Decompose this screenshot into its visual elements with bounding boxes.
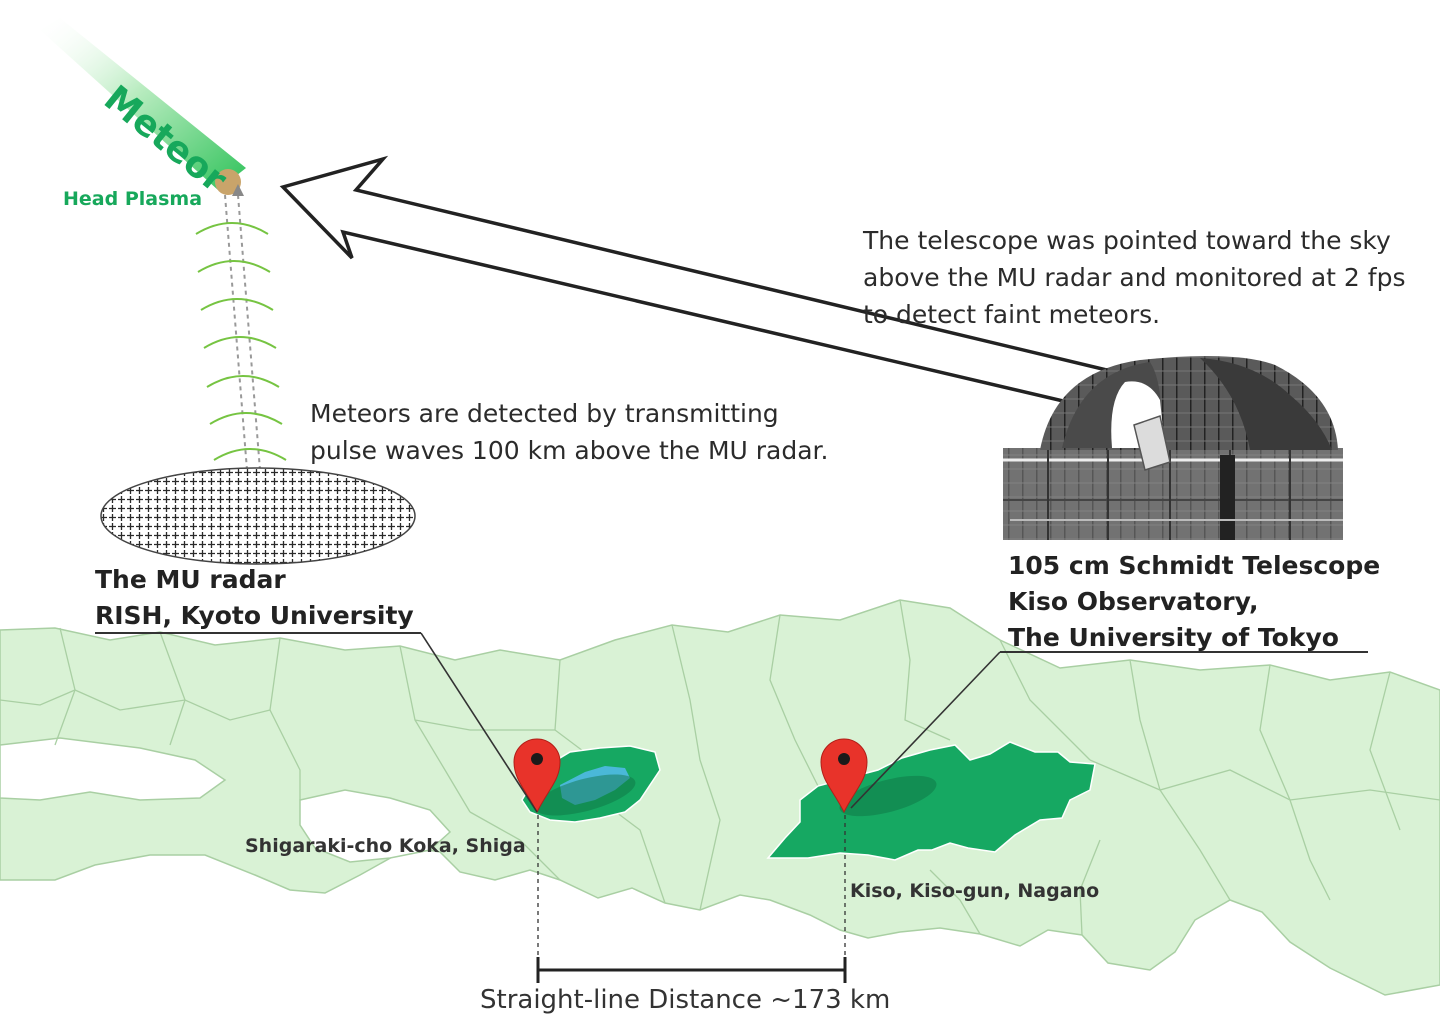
pulse-waves [195,222,287,461]
radar-name-line: The MU radar [95,565,286,594]
telescope-description-line: The telescope was pointed toward the sky [863,226,1391,255]
meteor [40,18,246,195]
mu-radar-antenna [100,467,416,565]
telescope-site-name: 105 cm Schmidt Telescope Kiso Observator… [1008,548,1380,656]
radar-name-line: RISH, Kyoto University [95,601,414,630]
radar-location-label: Shigaraki-cho Koka, Shiga [245,835,526,857]
telescope-name-underline [1000,651,1368,653]
head-plasma-icon [215,169,241,195]
lake-biwa [560,766,630,805]
radar-site-name: The MU radar RISH, Kyoto University [95,562,414,634]
telescope-description-line: above the MU radar and monitored at 2 fp… [863,263,1406,292]
japan-map [0,599,1440,996]
radar-description-line: pulse waves 100 km above the MU radar. [310,436,829,465]
telescope-description-line: to detect faint meteors. [863,300,1161,329]
telescope-name-line: The University of Tokyo [1008,623,1339,652]
distance-label: Straight-line Distance ~173 km [480,985,891,1015]
arrow-up-icon [232,184,244,196]
radar-beam [224,194,261,471]
radar-description-line: Meteors are detected by transmitting [310,399,779,428]
lake-in-west [0,737,227,801]
pin-icon [513,738,561,814]
observation-arrow [279,155,1117,415]
inland-sea [299,789,452,863]
leader-lines [420,632,1001,813]
schmidt-telescope-observatory [1003,356,1343,540]
radar-name-underline [95,632,421,634]
telescope-name-line: Kiso Observatory, [1008,587,1259,616]
meteor-trail [40,18,246,190]
telescope-name-line: 105 cm Schmidt Telescope [1008,551,1381,580]
distance-measure [536,815,847,983]
prefecture-borders [0,599,1440,936]
pin-icon [820,738,868,814]
head-plasma-label: Head Plasma [63,188,203,210]
land-mass [0,599,1440,996]
radar-description: Meteors are detected by transmitting pul… [310,395,828,469]
telescope-description: The telescope was pointed toward the sky… [863,222,1405,333]
telescope-location-label: Kiso, Kiso-gun, Nagano [850,880,1100,902]
